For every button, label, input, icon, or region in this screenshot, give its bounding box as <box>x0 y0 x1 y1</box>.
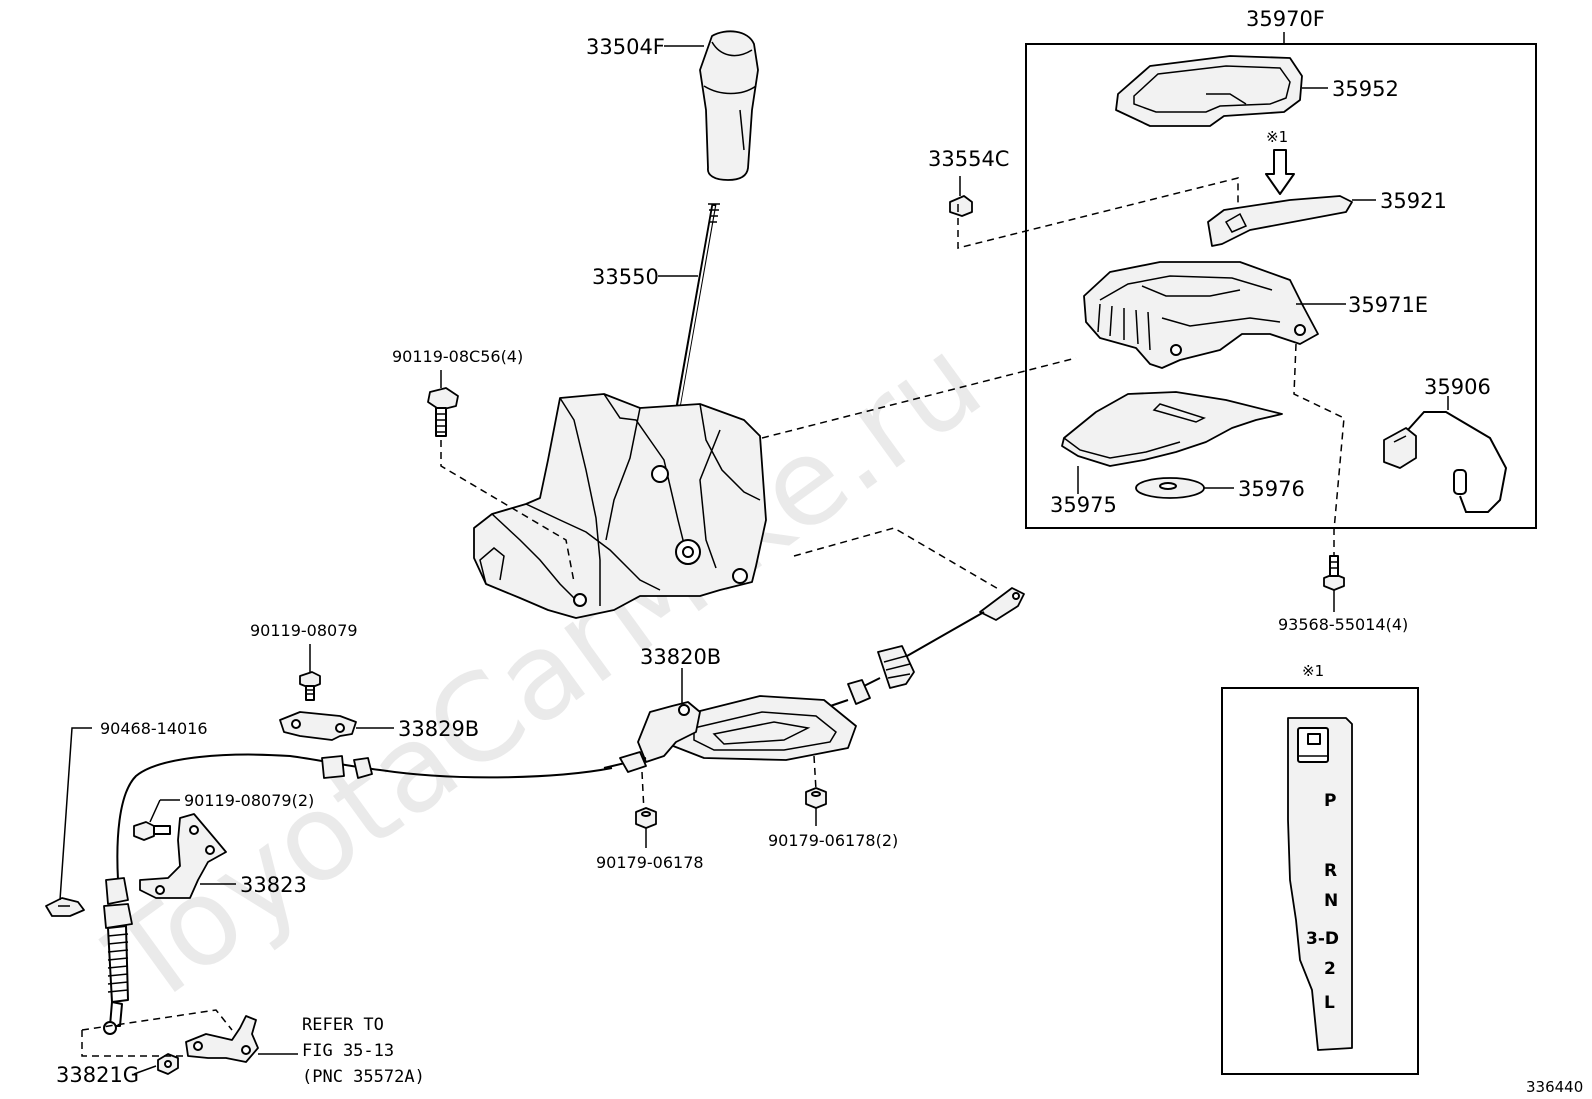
nut-33821g-part[interactable] <box>157 1053 179 1075</box>
screw-93568-part[interactable] <box>1323 555 1345 591</box>
bolt-90119-08079-2-part[interactable] <box>133 821 171 841</box>
nut-90179-06178-part[interactable] <box>635 807 657 829</box>
note-mark-box: ※1 <box>1302 662 1324 680</box>
clip-33554c-part[interactable] <box>949 195 973 217</box>
label-33823: 33823 <box>240 873 307 897</box>
label-refer-line2: FIG 35-13 <box>302 1041 394 1061</box>
label-35971E: 35971E <box>1348 293 1428 317</box>
label-33820B: 33820B <box>640 645 721 669</box>
diagram-code: 336440 <box>1526 1078 1583 1096</box>
slide-cover-35975-part[interactable] <box>1061 391 1283 467</box>
shift-gate-plate <box>1287 717 1353 1051</box>
transmission-cable-33820b-part[interactable] <box>103 587 1025 1035</box>
watermark: ToyotaCarMike.ru <box>85 311 1007 1034</box>
gate-pos-3-D: 3-D <box>1306 929 1339 949</box>
shift-knob-part[interactable] <box>699 30 759 181</box>
label-35970F: 35970F <box>1246 7 1325 31</box>
label-93568-55014-4: 93568-55014(4) <box>1278 615 1408 634</box>
gate-pos-L: L <box>1324 993 1335 1013</box>
label-refer-line3: (PNC 35572A) <box>302 1067 425 1087</box>
label-90179-06178-2: 90179-06178(2) <box>768 831 898 850</box>
shift-gate-detail-box <box>1221 687 1419 1075</box>
arrow-down-icon <box>1265 149 1295 195</box>
gate-pos-R: R <box>1324 861 1337 881</box>
label-33550: 33550 <box>592 265 659 289</box>
note-mark-1: ※1 <box>1266 128 1288 146</box>
indicator-plate-35921-part[interactable] <box>1207 195 1353 247</box>
bulb-wire-35906-part[interactable] <box>1383 411 1508 513</box>
clip-90468-14016-part[interactable] <box>45 897 85 917</box>
label-35976: 35976 <box>1238 477 1305 501</box>
label-90119-08C56-4: 90119-08C56(4) <box>392 347 523 366</box>
label-90119-08079: 90119-08079 <box>250 621 358 640</box>
bolt-90119-08c56-part[interactable] <box>427 387 459 437</box>
watermark-text: ToyotaCarMike.ru <box>85 311 1007 1034</box>
shift-base-assembly-part[interactable] <box>473 393 767 619</box>
nut-90179-06178-2-part[interactable] <box>805 787 827 809</box>
gate-pos-P: P <box>1324 791 1336 811</box>
label-90179-06178: 90179-06178 <box>596 853 704 872</box>
label-90119-08079-2: 90119-08079(2) <box>184 791 314 810</box>
indicator-group-box <box>1025 43 1537 529</box>
indicator-upper-housing-part[interactable] <box>1115 55 1303 127</box>
label-33554C: 33554C <box>928 147 1009 171</box>
label-35921: 35921 <box>1380 189 1447 213</box>
label-90468-14016: 90468-14016 <box>100 719 208 738</box>
gate-pos-2: 2 <box>1324 959 1336 979</box>
shift-lever-part[interactable] <box>671 203 720 431</box>
label-35975: 35975 <box>1050 493 1117 517</box>
label-35952: 35952 <box>1332 77 1399 101</box>
label-33821G: 33821G <box>56 1063 139 1087</box>
transmission-lever-part[interactable] <box>185 1015 259 1063</box>
label-33829B: 33829B <box>398 717 479 741</box>
label-refer-line1: REFER TO <box>302 1015 384 1035</box>
gate-pos-N: N <box>1324 891 1338 911</box>
disc-35976-part[interactable] <box>1135 477 1205 499</box>
bracket-33829b-part[interactable] <box>279 711 357 741</box>
label-33504F: 33504F <box>586 35 665 59</box>
bolt-90119-08079-part[interactable] <box>299 671 321 701</box>
indicator-housing-35971e-part[interactable] <box>1083 261 1319 369</box>
bracket-33823-part[interactable] <box>139 813 227 899</box>
label-35906: 35906 <box>1424 375 1491 399</box>
